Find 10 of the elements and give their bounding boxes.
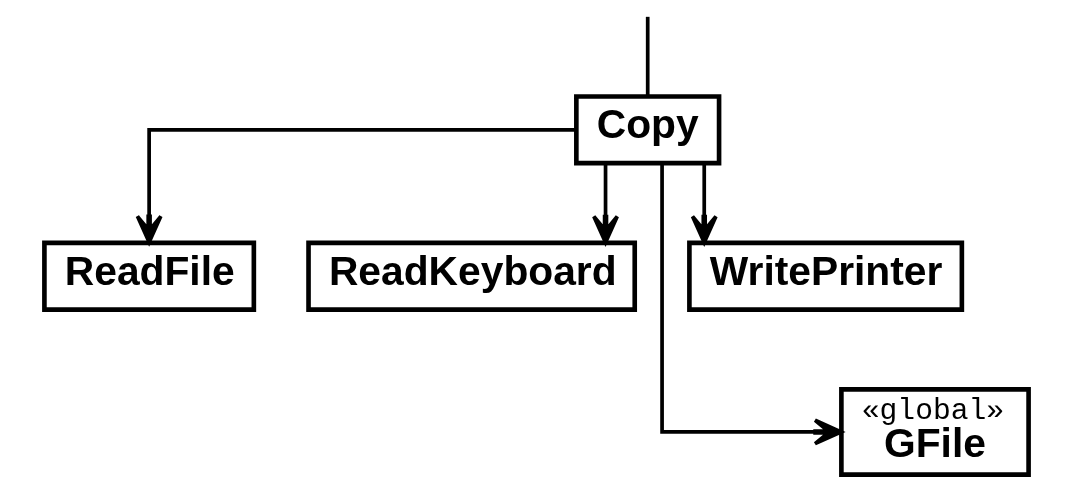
node-box: «global» GFile: [838, 387, 1031, 477]
node-box: Copy: [573, 94, 721, 166]
arrow: [690, 163, 718, 245]
arrow: [659, 163, 843, 446]
connector: [645, 16, 650, 97]
node-box: ReadKeyboard: [305, 240, 637, 312]
node-box: WritePrinter: [686, 240, 964, 312]
arrow: [135, 127, 576, 245]
arrow: [591, 163, 619, 245]
node-box: ReadFile: [41, 240, 256, 312]
